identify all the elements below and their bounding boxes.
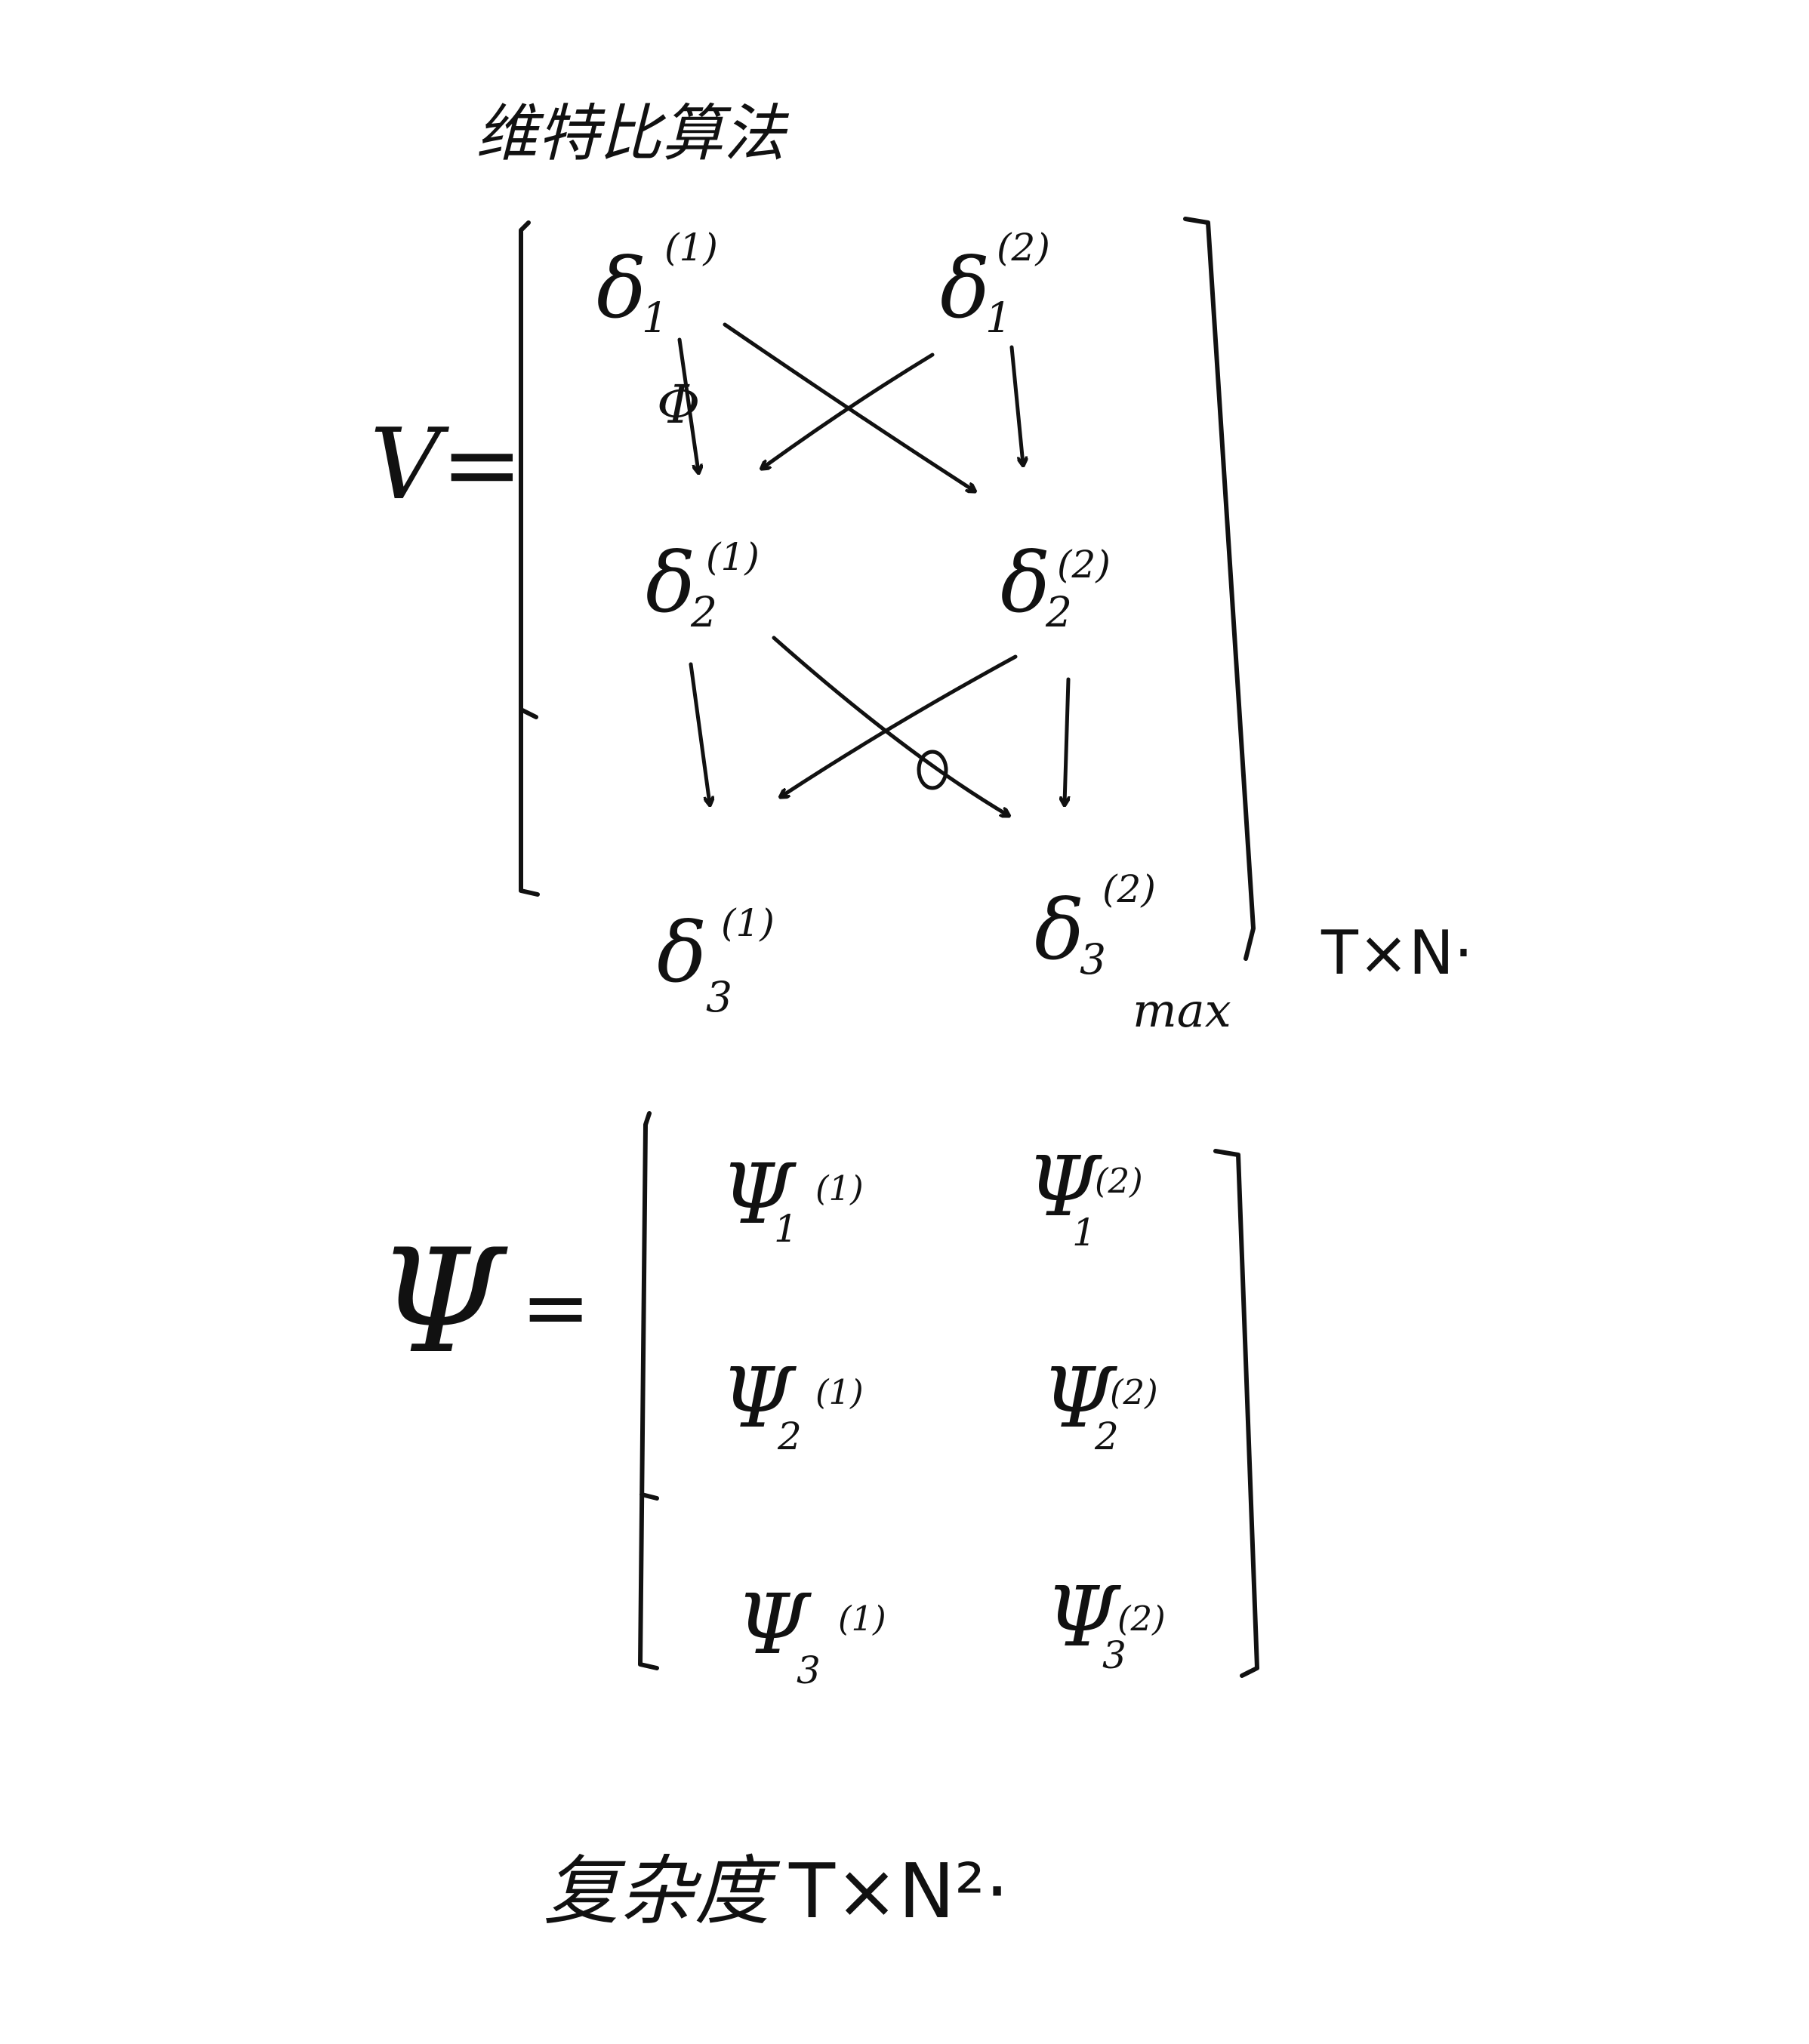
delta-cell-3-1: δ 3 (1)	[657, 901, 775, 1021]
psi-superscript: (2)	[1117, 1599, 1166, 1639]
psi-symbol: Ψ	[736, 1576, 812, 1673]
psi-superscript: (2)	[1110, 1372, 1158, 1412]
arrow-cross-left-to-right	[772, 636, 1008, 815]
delta-cell-1-2: δ 1 (2)	[940, 226, 1050, 342]
delta-superscript: (2)	[1102, 867, 1156, 911]
arrow-down-left	[677, 337, 698, 472]
delta-matrix-right-bracket	[1183, 217, 1256, 961]
delta-superscript: (1)	[664, 226, 718, 269]
psi-symbol: Ψ	[1046, 1568, 1122, 1665]
delta-superscript: (1)	[721, 901, 775, 945]
delta-cell-2-2: δ 2 (2)	[1000, 534, 1111, 636]
psi-cell-2-1: Ψ 2 (1)	[721, 1350, 864, 1458]
delta-cell-2-1: δ 2 (1)	[646, 534, 760, 636]
delta-subscript: 3	[706, 973, 732, 1021]
psi-cell-1-2: Ψ 1 (2)	[1027, 1138, 1143, 1254]
delta-matrix-size: T×N·	[1321, 918, 1473, 988]
psi-subscript: 2	[1094, 1414, 1119, 1458]
delta-symbol: δ	[1034, 882, 1084, 978]
psi-subscript: 3	[1102, 1633, 1126, 1677]
complexity-value: T×N²·	[788, 1847, 1009, 1935]
psi-symbol: Ψ	[1027, 1138, 1103, 1235]
psi-subscript: 2	[777, 1414, 802, 1458]
psi-equals: =	[521, 1259, 590, 1356]
max-label: max	[1133, 983, 1231, 1038]
delta-subscript: 1	[985, 294, 1012, 342]
arrow-down-left	[689, 662, 710, 804]
delta-superscript: (1)	[706, 535, 760, 579]
psi-subscript: 1	[774, 1207, 798, 1251]
psi-cell-3-1: Ψ 3 (1)	[736, 1576, 886, 1692]
arrow-down-right	[1009, 345, 1023, 464]
arrow-cross-left-to-right	[723, 322, 974, 491]
delta-superscript: (2)	[997, 226, 1050, 269]
phi-label: Φ	[657, 374, 700, 436]
psi-subscript: 3	[797, 1648, 821, 1692]
delta-cell-3-2: δ 3 (2)	[1034, 867, 1156, 984]
delta-subscript: 2	[690, 588, 717, 636]
psi-superscript: (1)	[838, 1599, 886, 1639]
delta-subscript: 3	[1080, 935, 1106, 984]
psi-symbol: Ψ	[1042, 1350, 1118, 1446]
delta-symbol: δ	[657, 904, 707, 1001]
arrow-down-right	[1065, 677, 1071, 804]
crossing-loop	[917, 750, 948, 790]
psi-matrix-lhs: Ψ	[378, 1218, 508, 1385]
delta-symbol: δ	[596, 240, 646, 337]
delta-symbol: δ	[646, 534, 695, 631]
psi-superscript: (1)	[815, 1372, 864, 1412]
psi-symbol: Ψ	[721, 1146, 797, 1242]
complexity-label: 复杂度	[544, 1847, 781, 1935]
delta-cell-1-1: δ 1 (1)	[596, 226, 718, 342]
transition-arrows-1-2	[677, 322, 1023, 491]
delta-symbol: δ	[1000, 534, 1050, 631]
page-title: 维特比算法	[476, 98, 790, 170]
psi-subscript: 1	[1072, 1211, 1096, 1254]
psi-matrix-right-bracket	[1213, 1149, 1259, 1678]
psi-matrix-left-bracket	[638, 1111, 659, 1670]
psi-cell-3-2: Ψ 3 (2)	[1046, 1568, 1166, 1677]
delta-matrix-lhs: V=	[370, 407, 523, 522]
delta-subscript: 1	[642, 294, 668, 342]
delta-matrix-left-bracket	[519, 220, 540, 897]
psi-cell-1-1: Ψ 1 (1)	[721, 1146, 864, 1251]
delta-subscript: 2	[1045, 588, 1072, 636]
psi-superscript: (2)	[1095, 1161, 1143, 1201]
delta-superscript: (2)	[1057, 543, 1111, 586]
psi-superscript: (1)	[815, 1168, 864, 1208]
delta-symbol: δ	[940, 240, 990, 337]
psi-symbol: Ψ	[721, 1350, 797, 1446]
arrow-cross-right-to-left	[763, 352, 935, 468]
arrow-cross-right-to-left	[781, 654, 1018, 796]
transition-arrows-2-3	[689, 636, 1071, 815]
psi-cell-2-2: Ψ 2 (2)	[1042, 1350, 1158, 1458]
